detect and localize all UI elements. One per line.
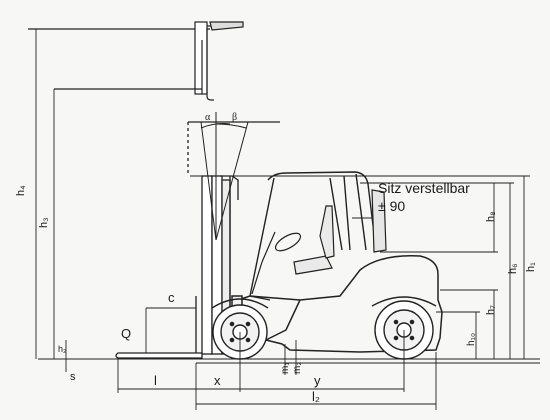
- label-l: l: [154, 373, 157, 388]
- label-h4: h₄: [15, 185, 27, 196]
- label-Q: Q: [121, 326, 131, 341]
- seat-adjustment-note: Sitz verstellbar ± 90: [378, 179, 470, 215]
- label-h2: h₂: [58, 344, 67, 354]
- label-l2: l₂: [312, 389, 320, 404]
- label-h1: h₁: [525, 262, 537, 272]
- label-h10: h₁₀: [466, 333, 477, 346]
- label-s: s: [70, 371, 76, 383]
- label-x: x: [214, 373, 221, 388]
- label-h8: h₈: [485, 211, 497, 222]
- label-m2: m₂: [292, 362, 303, 374]
- dimension-labels: h₄ h₃ h₁ h₆ h₈ h₇ h₁₀ h₂ α β c Q s m₁ m₂…: [15, 112, 537, 404]
- counterweight: [371, 189, 387, 253]
- steering-wheel: [251, 231, 302, 295]
- label-h3: h₃: [38, 217, 50, 228]
- dimension-lines: [35, 29, 530, 410]
- seat-note-title: Sitz verstellbar: [378, 180, 470, 196]
- label-h6: h₆: [507, 263, 519, 274]
- label-c: c: [168, 290, 175, 305]
- raised-fork: [28, 21, 244, 101]
- rear-wheel: [371, 296, 437, 360]
- overhead-guard: [249, 171, 377, 301]
- label-alpha: α: [205, 112, 211, 123]
- ground-lines: [38, 358, 540, 364]
- forks: [115, 296, 203, 359]
- seat: [293, 205, 335, 275]
- label-m1: m₁: [280, 362, 291, 374]
- seat-note-value: ± 90: [378, 198, 406, 214]
- label-y: y: [314, 373, 321, 388]
- label-h7: h₇: [485, 305, 497, 315]
- label-beta: β: [232, 112, 237, 123]
